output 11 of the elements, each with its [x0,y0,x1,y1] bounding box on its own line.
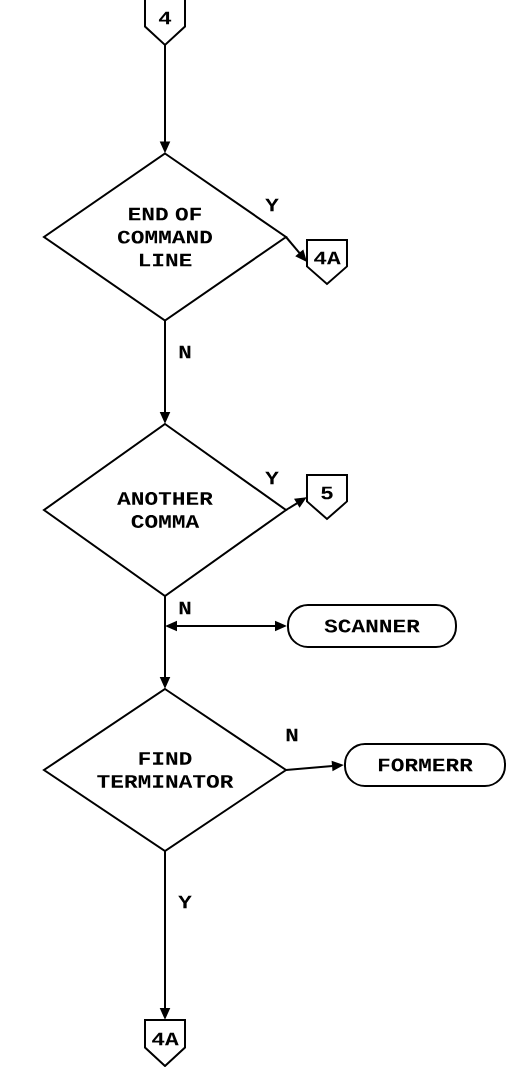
connector-pentagon: 4A [306,239,348,286]
edge-label: Y [264,470,280,486]
terminal-box: SCANNER [287,604,457,648]
edge-label: Y [264,197,280,213]
connector-pentagon: 4A [144,1019,186,1067]
connector-pentagon: 4 [144,0,186,47]
terminal-box: FORMERR [344,743,506,787]
edge-label: N [177,600,193,616]
edge-label: Y [177,894,193,910]
edge-label: N [177,344,193,360]
connector-pentagon: 5 [306,474,348,521]
